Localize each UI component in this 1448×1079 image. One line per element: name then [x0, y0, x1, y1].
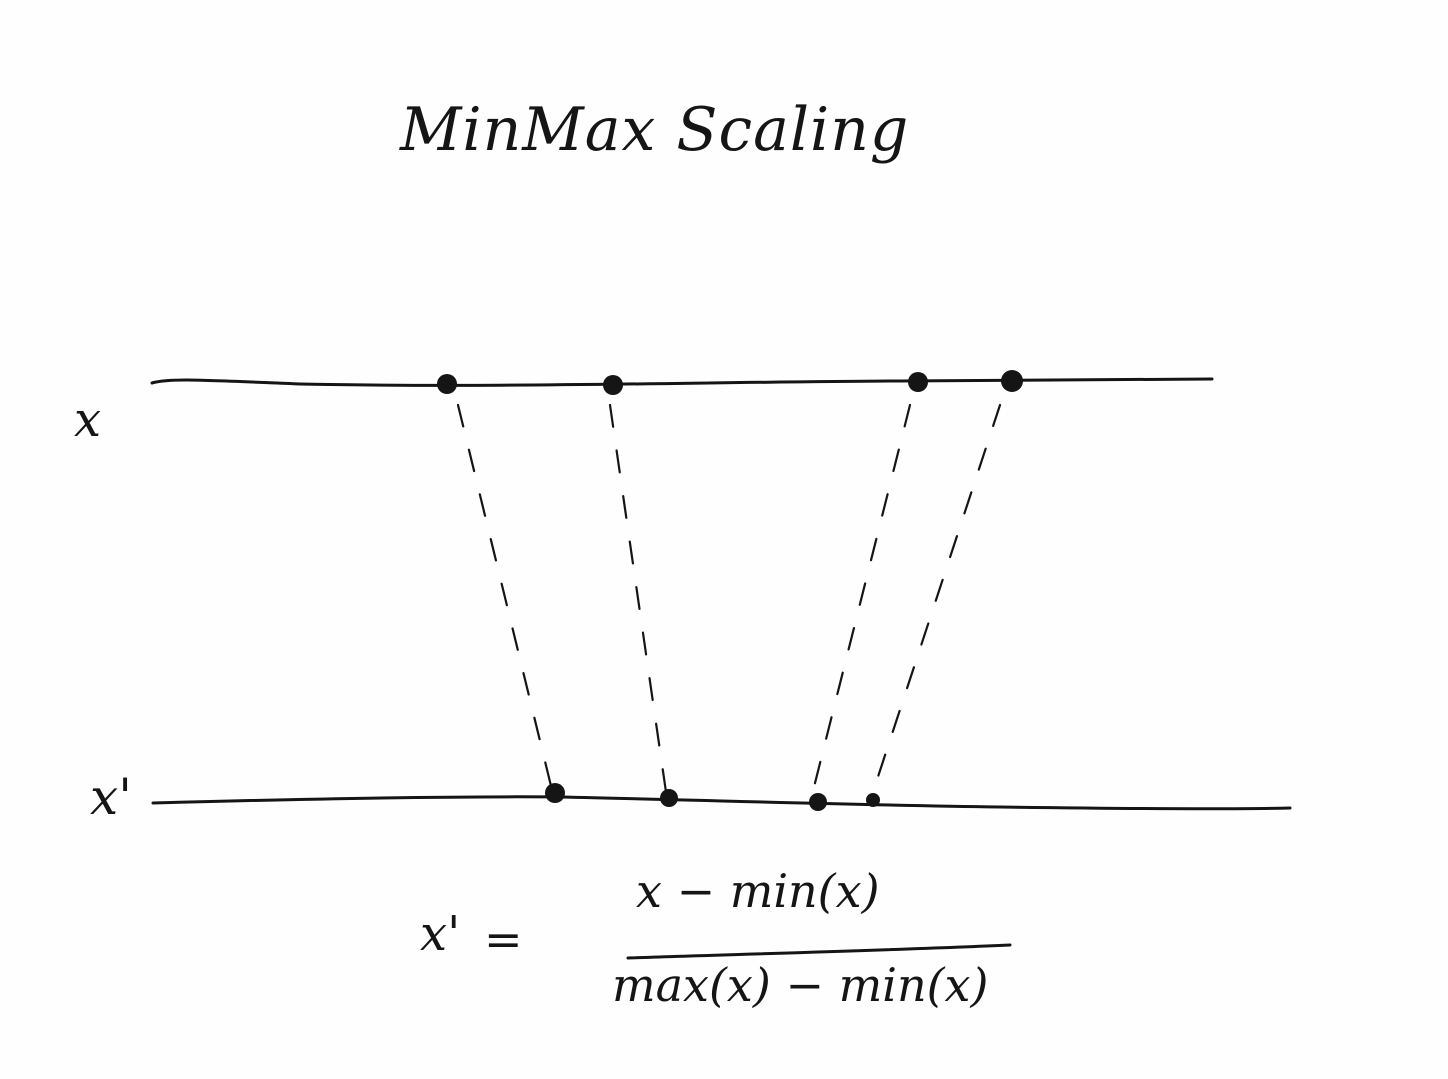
mapping-line-4	[870, 403, 1002, 797]
original-point-1	[437, 374, 457, 394]
scaled-point-1	[545, 783, 565, 803]
original-point-4	[1001, 370, 1023, 392]
mapping-line-2	[608, 403, 668, 794]
fraction-bar	[626, 943, 1012, 960]
original-point-2	[603, 375, 623, 395]
original-point-3	[908, 372, 928, 392]
formula-equals: =	[484, 912, 523, 966]
scaled-axis-label: x'	[90, 768, 132, 826]
diagram-title: MinMax Scaling	[400, 95, 910, 165]
original-axis-line	[150, 377, 1214, 387]
scaled-point-2	[660, 789, 678, 807]
formula-lhs: x'	[420, 906, 461, 962]
formula-denominator: max(x) − min(x)	[612, 958, 989, 1012]
scaled-point-4	[866, 793, 880, 807]
original-axis-label: x	[74, 392, 102, 448]
scaled-point-3	[809, 793, 827, 811]
scaled-axis-line	[151, 795, 1292, 811]
mapping-line-1	[456, 403, 554, 792]
formula-numerator: x − min(x)	[636, 864, 880, 918]
mapping-line-3	[810, 403, 912, 797]
